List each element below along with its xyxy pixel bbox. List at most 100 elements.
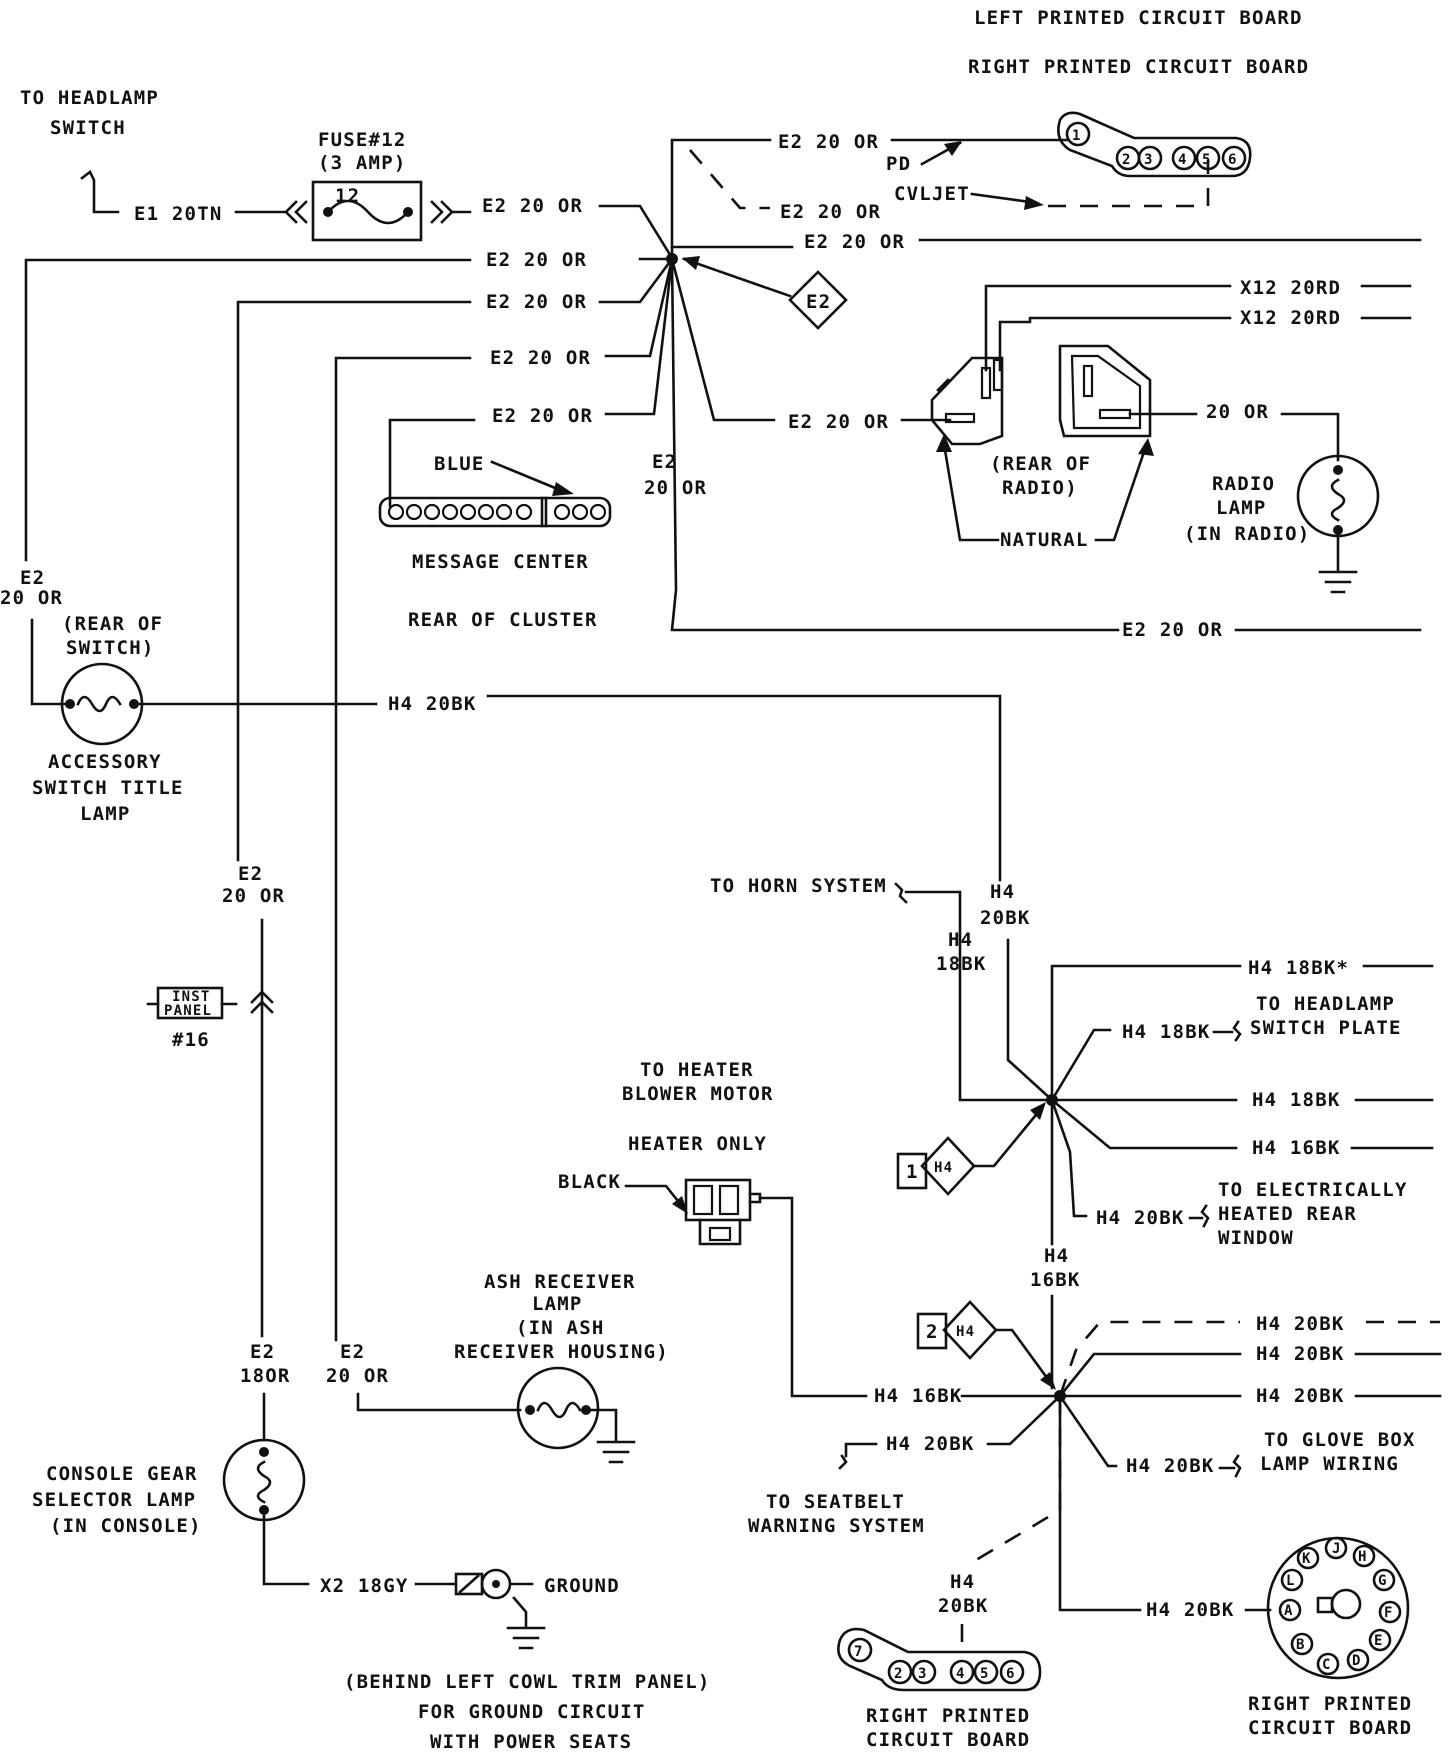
- round-pin-d: D: [1352, 1653, 1362, 1669]
- e2-branch-4: [604, 257, 674, 416]
- e2-stack-left2-1: E2: [238, 863, 263, 885]
- h4-18bk-star-wire: [1050, 964, 1242, 1102]
- message-center-label: MESSAGE CENTER: [412, 551, 589, 573]
- radio-lamp-terminal-top: [1333, 465, 1343, 475]
- to-seatbelt-2: WARNING SYSTEM: [748, 1515, 925, 1537]
- e2-wire-left-3: [334, 356, 472, 1342]
- console-lamp-filament: [256, 1460, 272, 1504]
- pcb-bottom-pin-4: 4: [956, 1666, 966, 1682]
- round-connector-pins: A B C D E F G H J K L: [1278, 1536, 1402, 1676]
- h4-stack-20bk-2: 20BK: [980, 907, 1031, 929]
- ash-lamp-label-4: RECEIVER HOUSING): [454, 1341, 669, 1363]
- to-horn-label: TO HORN SYSTEM: [710, 875, 887, 897]
- h4-20bk-wire-2: [1058, 1352, 1242, 1398]
- glove-squiggle: [1218, 1454, 1242, 1478]
- fuse-box: [311, 180, 423, 242]
- x12-wire-2: [998, 316, 1232, 372]
- console-lamp-terminal-bottom: [259, 1505, 269, 1515]
- accessory-lamp-filament: [76, 695, 122, 713]
- console-lamp-label-3: (IN CONSOLE): [50, 1515, 202, 1537]
- diamond-1-label: H4: [934, 1160, 953, 1176]
- e2-branch-radio: [670, 257, 776, 422]
- h4-16bk-right-label: H4 16BK: [1252, 1137, 1340, 1159]
- accessory-lamp-label-3: LAMP: [80, 803, 131, 825]
- pcb-bottom-pin-5: 5: [980, 1666, 990, 1682]
- e2-stack-ash-2: 20 OR: [326, 1365, 389, 1387]
- e2-branch-2: [598, 257, 674, 304]
- heater-wire: [758, 1196, 868, 1398]
- console-lamp-label-2: SELECTOR LAMP: [32, 1489, 196, 1511]
- h4-stack-18bk-2: 18BK: [936, 953, 987, 975]
- diamond-2-label: H4: [956, 1324, 975, 1340]
- inst-panel-label-2: PANEL: [164, 1003, 212, 1019]
- cvljet-arrow-head: [1024, 196, 1044, 210]
- round-pin-b: B: [1296, 1637, 1306, 1653]
- h4-20bk-seatbelt-wire: [986, 1394, 1062, 1446]
- e2-wire-down: [670, 257, 1120, 632]
- e2-label-b1: E2 20 OR: [486, 249, 587, 271]
- h4-20bk-label-d1: H4 20BK: [1256, 1313, 1344, 1335]
- to-glove-box-1: TO GLOVE BOX: [1264, 1429, 1416, 1451]
- h4-18bk-plate-wire: [1050, 1028, 1112, 1102]
- e2-label-right: E2 20 OR: [804, 231, 905, 253]
- e2-wire-far-left: [24, 258, 472, 562]
- behind-panel-2: FOR GROUND CIRCUIT: [418, 1701, 646, 1723]
- radio-20or-label: 20 OR: [1206, 401, 1269, 423]
- h4-label-acc: H4 20BK: [388, 693, 476, 715]
- pcb-pin-1: 1: [1072, 128, 1082, 144]
- x12-wire-1: [984, 284, 1232, 372]
- h4-16bk-heater-label: H4 16BK: [874, 1385, 962, 1407]
- h4-stack-20bk-1: H4: [990, 881, 1015, 903]
- e2-stack-center-2: 20 OR: [644, 477, 707, 499]
- round-pin-c: C: [1322, 1657, 1332, 1673]
- h4-stack-20bk-pcb-2: 20BK: [938, 1595, 989, 1617]
- e2-label-b4: E2 20 OR: [492, 405, 593, 427]
- right-pcb-bottom-1: RIGHT PRINTED: [866, 1705, 1030, 1727]
- cvljet-dashed-wire: [1048, 160, 1210, 208]
- natural-arrowhead-right: [1138, 438, 1154, 456]
- ground-connector-slash: [458, 1574, 480, 1594]
- e2-diamond-label: E2: [806, 291, 831, 313]
- h4-18bk-right-label: H4 18BK: [1252, 1089, 1340, 1111]
- ground-label: GROUND: [544, 1575, 620, 1597]
- console-lamp-terminal-top: [259, 1447, 269, 1457]
- e2-18or-1: E2: [250, 1341, 275, 1363]
- message-center-connector: [378, 496, 612, 528]
- inst-panel-number: #16: [172, 1029, 210, 1051]
- e2-wire-up: [670, 138, 772, 261]
- h4-20bk-label-2: H4 20BK: [1256, 1343, 1344, 1365]
- pd-arrow-head: [944, 141, 962, 156]
- rear-of-switch-2: SWITCH): [66, 637, 154, 659]
- round-pin-f: F: [1384, 1605, 1394, 1621]
- e2-stack-left-2: 20 OR: [0, 587, 63, 609]
- x12-label-2: X12 20RD: [1240, 307, 1341, 329]
- e2-stack-center-1: E2: [652, 451, 677, 473]
- console-ground-icon: [506, 1596, 546, 1650]
- e2-label-dashed: E2 20 OR: [780, 201, 881, 223]
- ash-lamp-terminal-l: [525, 1405, 535, 1415]
- diamond-1-wire: [972, 1108, 1042, 1168]
- rear-of-switch-1: (REAR OF: [62, 613, 163, 635]
- blue-arrow-line: [490, 460, 562, 492]
- black-arrow-line: [624, 1184, 684, 1208]
- round-pin-g: G: [1378, 1573, 1388, 1589]
- headlamp-switch-wire: [80, 170, 120, 214]
- pcb-bottom-pin-6: 6: [1006, 1666, 1016, 1682]
- accessory-lamp-label-1: ACCESSORY: [48, 751, 162, 773]
- diamond-2-arrow: [1040, 1372, 1056, 1390]
- cvljet-label: CVLJET: [894, 183, 970, 205]
- h4-20bk-label-3: H4 20BK: [1256, 1385, 1344, 1407]
- fuse-element: [326, 199, 410, 225]
- h4-20bk-glove-wire: [1058, 1394, 1118, 1468]
- e2-branch-3: [604, 257, 674, 358]
- e2-label-bottom-right: E2 20 OR: [1122, 619, 1223, 641]
- natural-label: NATURAL: [1000, 529, 1088, 551]
- radio-ground-icon: [1318, 534, 1358, 594]
- right-pcb-label: RIGHT PRINTED CIRCUIT BOARD: [968, 56, 1309, 78]
- black-label: BLACK: [558, 1171, 621, 1193]
- pcb-pin-2: 2: [1122, 152, 1132, 168]
- diamond-1-h4: [920, 1136, 976, 1196]
- e2-diamond-arrow: [682, 256, 700, 270]
- e2-label-b2: E2 20 OR: [486, 291, 587, 313]
- ground-eyelet-center: [492, 1580, 500, 1588]
